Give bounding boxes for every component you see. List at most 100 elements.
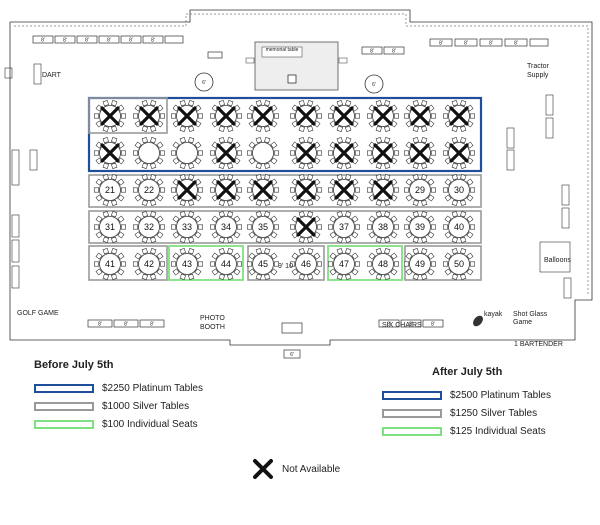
chair bbox=[188, 199, 195, 206]
chair bbox=[313, 178, 321, 186]
table-number: 43 bbox=[182, 259, 192, 269]
chair bbox=[336, 162, 343, 169]
chair bbox=[316, 261, 322, 267]
chair bbox=[134, 252, 142, 260]
round-table[interactable]: 37 bbox=[328, 211, 360, 243]
round-table[interactable]: 38 bbox=[367, 211, 399, 243]
chair bbox=[95, 268, 103, 276]
chair bbox=[329, 194, 337, 202]
round-table[interactable] bbox=[170, 137, 204, 169]
x-mark bbox=[334, 106, 354, 126]
chair bbox=[469, 224, 475, 230]
kayak-icon bbox=[473, 315, 483, 327]
round-table[interactable]: 49 bbox=[404, 248, 436, 280]
chair bbox=[132, 261, 138, 267]
round-table-unavailable bbox=[132, 100, 166, 132]
chair bbox=[218, 273, 225, 280]
six-foot-round-tables: 6' 6' bbox=[194, 72, 384, 94]
chair bbox=[412, 125, 419, 132]
silver-border bbox=[88, 245, 168, 281]
chair bbox=[237, 113, 243, 119]
chair bbox=[95, 120, 103, 128]
chair bbox=[336, 236, 343, 243]
chair bbox=[298, 125, 305, 132]
chair bbox=[368, 157, 376, 165]
chair bbox=[156, 157, 164, 165]
chair bbox=[227, 125, 234, 132]
round-table[interactable]: 44 bbox=[209, 248, 243, 280]
round-table[interactable]: 47 bbox=[328, 248, 360, 280]
round-table[interactable]: 42 bbox=[132, 248, 166, 280]
chair bbox=[248, 194, 256, 202]
chair bbox=[405, 120, 413, 128]
chair bbox=[141, 125, 148, 132]
round-table[interactable]: 40 bbox=[443, 211, 475, 243]
eight-foot-label: 8' bbox=[514, 41, 518, 47]
chair bbox=[117, 194, 125, 202]
round-table[interactable]: 31 bbox=[93, 211, 127, 243]
chair bbox=[227, 137, 234, 144]
chair bbox=[375, 125, 382, 132]
round-table[interactable]: 29 bbox=[404, 174, 436, 206]
table-number: 33 bbox=[182, 222, 192, 232]
legend-row: $100 Individual Seats bbox=[34, 415, 203, 433]
chair bbox=[444, 231, 452, 239]
round-table[interactable] bbox=[132, 137, 166, 169]
chair bbox=[298, 174, 305, 181]
round-table[interactable]: 39 bbox=[404, 211, 436, 243]
chair bbox=[384, 100, 391, 107]
chair bbox=[211, 252, 219, 260]
eight-foot-label: 8' bbox=[431, 322, 435, 328]
legend-row: $2500 Platinum Tables bbox=[382, 386, 551, 404]
chair bbox=[150, 236, 157, 243]
legend-row: $1000 Silver Tables bbox=[34, 397, 203, 415]
chair bbox=[218, 125, 225, 132]
round-table[interactable]: 30 bbox=[443, 174, 475, 206]
round-table[interactable]: 50 bbox=[443, 248, 475, 280]
chair bbox=[298, 199, 305, 206]
chair bbox=[102, 199, 109, 206]
not-available-key: Not Available bbox=[252, 458, 340, 480]
chair bbox=[188, 174, 195, 181]
round-table[interactable]: 35 bbox=[246, 211, 279, 243]
chair bbox=[345, 248, 352, 255]
round-table[interactable]: 32 bbox=[132, 211, 166, 243]
round-table[interactable]: 45 bbox=[246, 248, 279, 280]
chair bbox=[237, 261, 243, 267]
chair bbox=[430, 224, 436, 230]
chair bbox=[172, 231, 180, 239]
chair bbox=[351, 252, 359, 260]
chair bbox=[351, 215, 359, 223]
chair bbox=[102, 162, 109, 169]
chair bbox=[345, 137, 352, 144]
round-table[interactable]: 22 bbox=[132, 174, 166, 206]
table-top bbox=[252, 253, 274, 275]
round-table[interactable]: 34 bbox=[209, 211, 243, 243]
chair bbox=[368, 268, 376, 276]
six-chairs-label: SIX CHAIRS bbox=[382, 322, 422, 329]
round-table[interactable]: 46 bbox=[290, 248, 322, 280]
chair bbox=[194, 215, 202, 223]
chair bbox=[141, 100, 148, 107]
chair bbox=[117, 231, 125, 239]
chair bbox=[102, 273, 109, 280]
chair bbox=[270, 268, 278, 276]
chair bbox=[246, 261, 252, 267]
round-table[interactable]: 41 bbox=[93, 248, 127, 280]
round-table[interactable]: 33 bbox=[170, 211, 204, 243]
round-table[interactable] bbox=[246, 137, 279, 169]
chair bbox=[227, 236, 234, 243]
round-table[interactable]: 21 bbox=[93, 174, 127, 206]
round-table[interactable]: 43 bbox=[170, 248, 204, 280]
chair bbox=[405, 141, 413, 149]
table-number: 38 bbox=[378, 222, 388, 232]
chair bbox=[233, 252, 241, 260]
chair bbox=[172, 141, 180, 149]
chair bbox=[198, 224, 204, 230]
memorial-table-label: memorial table bbox=[266, 47, 299, 53]
round-table[interactable]: 48 bbox=[367, 248, 399, 280]
chair bbox=[150, 100, 157, 107]
round-table-unavailable bbox=[290, 174, 322, 206]
chair bbox=[93, 224, 99, 230]
